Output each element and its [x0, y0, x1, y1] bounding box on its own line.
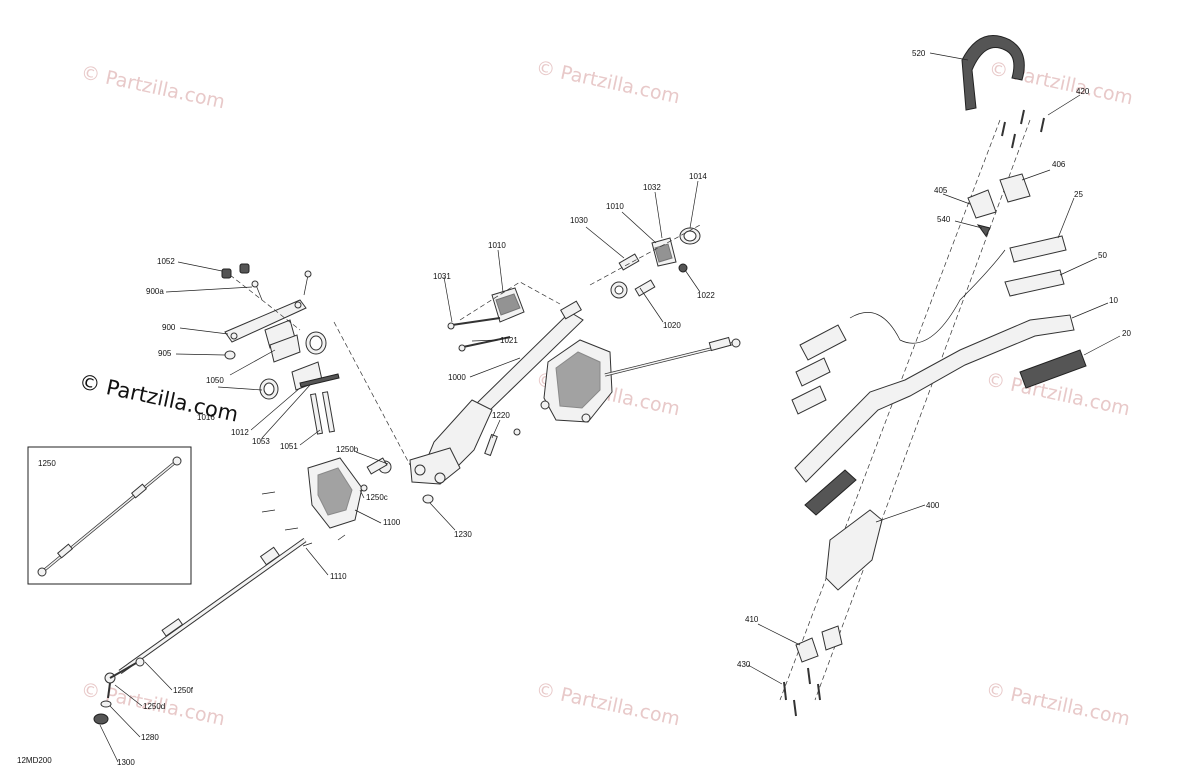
callout-1300: 1300: [117, 758, 135, 767]
callout-1230: 1230: [454, 530, 472, 539]
callout-1030: 1030: [570, 216, 588, 225]
callout-1012: 1012: [231, 428, 249, 437]
callout-900: 900: [162, 323, 176, 332]
callout-1010b: 1010: [606, 202, 624, 211]
callout-50: 50: [1098, 251, 1107, 260]
callout-905: 905: [158, 349, 172, 358]
callout-1250d: 1250d: [143, 702, 165, 711]
callout-1032: 1032: [643, 183, 661, 192]
callout-10: 10: [1109, 296, 1118, 305]
callout-405: 405: [934, 186, 948, 195]
callout-25: 25: [1074, 190, 1083, 199]
callout-labels: 1052 900a 900 905 1050 1016 1012 1053 10…: [117, 49, 1131, 767]
callout-1052: 1052: [157, 257, 175, 266]
inset-label: 1250: [38, 459, 56, 468]
callout-540: 540: [937, 215, 951, 224]
callout-20: 20: [1122, 329, 1131, 338]
callout-400: 400: [926, 501, 940, 510]
watermark: © Partzilla.com: [534, 56, 682, 108]
callout-1022: 1022: [697, 291, 715, 300]
callout-1016: 1016: [197, 413, 215, 422]
callout-1051: 1051: [280, 442, 298, 451]
callout-420: 420: [1076, 87, 1090, 96]
callout-410: 410: [745, 615, 759, 624]
callout-1031: 1031: [433, 272, 451, 281]
callout-900a: 900a: [146, 287, 164, 296]
callout-1020: 1020: [663, 321, 681, 330]
callout-1010: 1010: [488, 241, 506, 250]
watermark: © Partzilla.com: [987, 57, 1135, 109]
diagram-code: 12MD200: [17, 756, 52, 765]
lower-column-parts: [93, 457, 392, 725]
callout-1100: 1100: [383, 518, 401, 527]
callout-1250b: 1250b: [336, 445, 359, 454]
center-column-parts: [409, 224, 741, 504]
callout-430: 430: [737, 660, 751, 669]
callout-1000: 1000: [448, 373, 466, 382]
callout-1280: 1280: [141, 733, 159, 742]
callout-1053: 1053: [252, 437, 270, 446]
leader-lines: [99, 52, 1121, 763]
handlebar-parts: [779, 35, 1087, 717]
callout-1250f: 1250f: [173, 686, 194, 695]
callout-1021: 1021: [500, 336, 518, 345]
callout-1220: 1220: [492, 411, 510, 420]
callout-1250c: 1250c: [366, 493, 388, 502]
watermark: © Partzilla.com: [984, 678, 1132, 730]
watermark: © Partzilla.com: [79, 61, 227, 113]
callout-406: 406: [1052, 160, 1066, 169]
callout-1050: 1050: [206, 376, 224, 385]
callout-1110: 1110: [330, 572, 347, 581]
inset-1250: 1250: [27, 446, 192, 585]
callout-520: 520: [912, 49, 926, 58]
left-column-parts: [221, 263, 411, 466]
watermark: © Partzilla.com: [534, 678, 682, 730]
callout-1014: 1014: [689, 172, 707, 181]
